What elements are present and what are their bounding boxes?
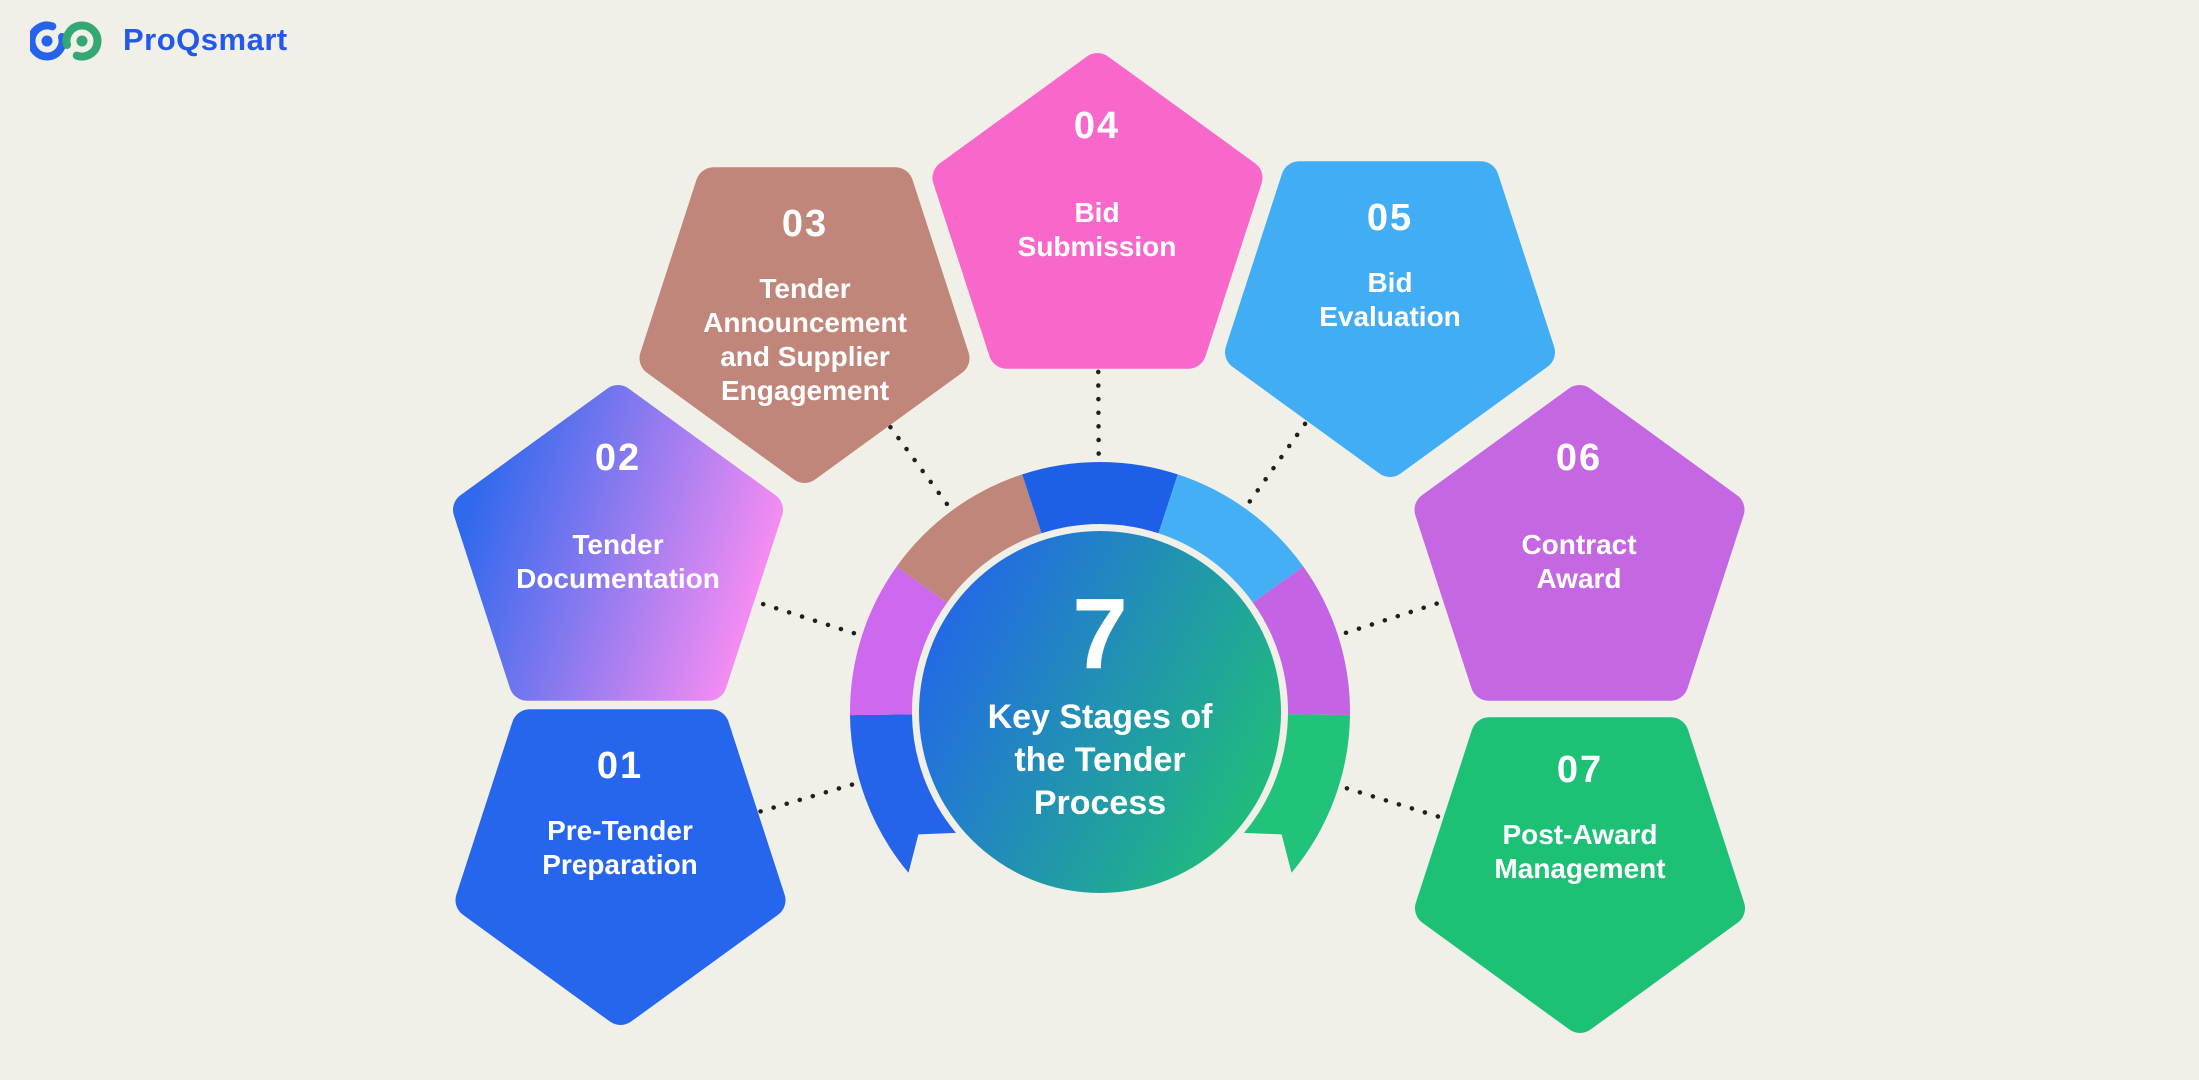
pentagon-01-shape [455,709,786,1025]
ring-segment-07 [1244,714,1350,873]
pentagon-05-shape [1225,161,1555,477]
ring-segment-02 [849,566,948,716]
pentagon-06-shape [1414,385,1745,701]
ring-segment-06 [1252,566,1351,716]
ring-segment-05 [1158,474,1304,603]
stage-pentagons [453,53,1745,1033]
pentagon-04-shape [932,53,1263,369]
ring-segment-04 [1022,461,1178,534]
logo-green-dot [76,35,88,47]
pentagon-07-shape [1415,717,1745,1033]
logo-green-ring [62,21,102,61]
pentagon-02-shape [453,385,783,701]
brand-logo-icon [30,21,102,61]
center-circle [919,531,1281,893]
progress-ring [849,461,1351,873]
ring-segment-03 [896,474,1042,603]
logo-blue-ring [30,21,67,61]
brand-logo-text: ProQsmart [123,22,288,57]
ring-segment-01 [850,714,956,873]
brand-logo: ProQsmart [30,16,288,64]
logo-blue-dot [41,35,53,47]
pentagon-03-shape [639,167,970,483]
